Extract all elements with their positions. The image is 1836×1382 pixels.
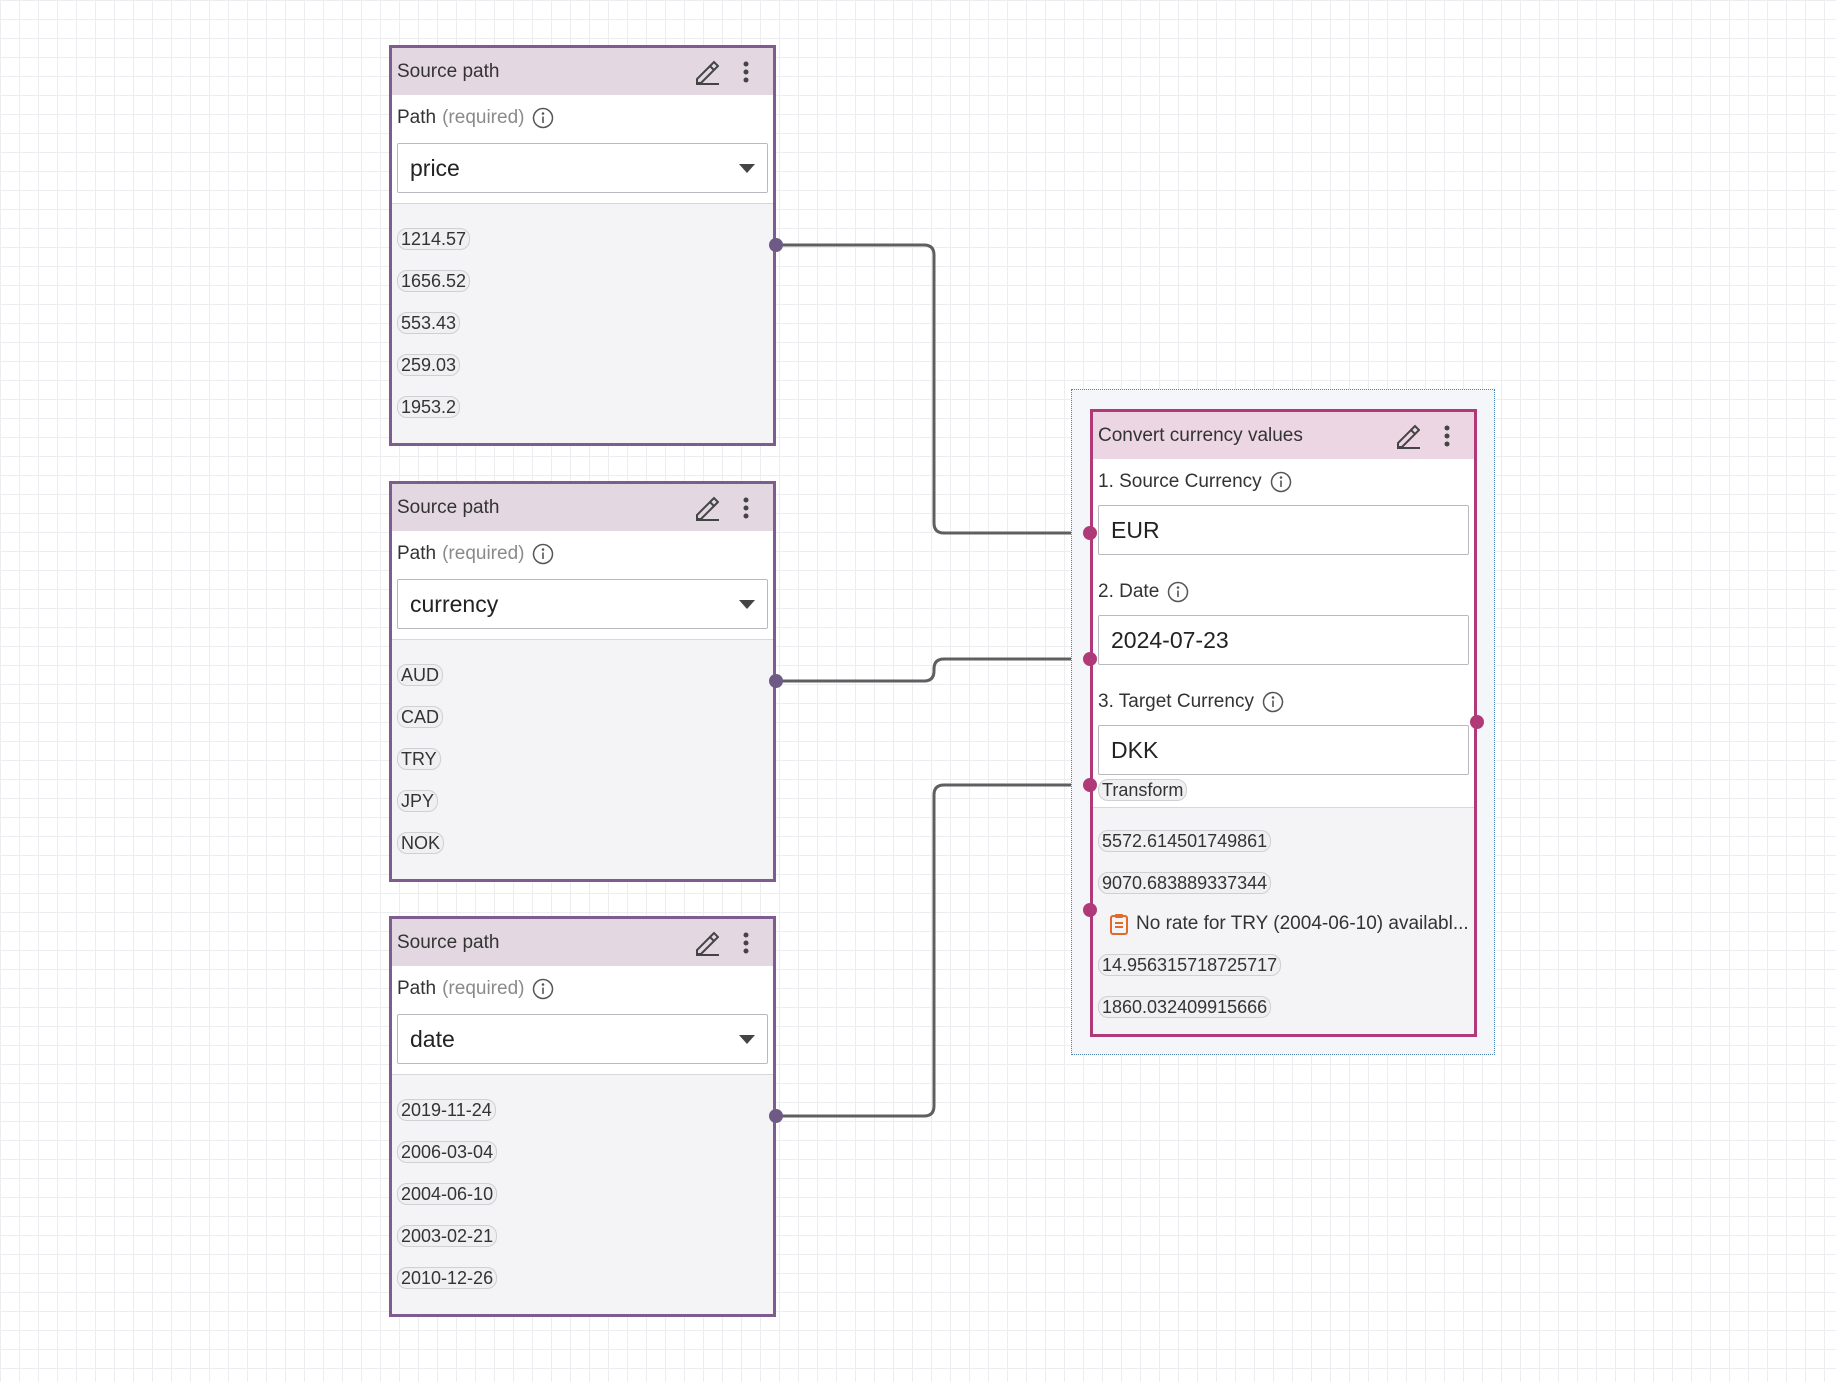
list-item: 1214.57 [397, 228, 471, 250]
list-item: NOK [397, 832, 445, 854]
info-icon[interactable] [1262, 691, 1284, 713]
node-header[interactable]: Source path [392, 919, 773, 966]
path-label-text: Path [397, 543, 437, 564]
node-title: Source path [397, 496, 500, 518]
convert-currency-node[interactable]: Convert currency values 1. Source Curren… [1090, 409, 1477, 1037]
kebab-menu-icon[interactable] [729, 926, 763, 960]
path-select-value: date [410, 1025, 455, 1052]
list-item: JPY [397, 790, 439, 812]
info-icon[interactable] [532, 107, 554, 129]
source-path-node-price[interactable]: Source path Path (required) price 1214.5… [389, 45, 776, 446]
chevron-down-icon[interactable] [739, 163, 755, 173]
list-item: TRY [397, 748, 441, 770]
date-field: 2. Date 2024-07-23 [1098, 577, 1469, 665]
kebab-menu-icon[interactable] [729, 55, 763, 89]
list-item: 14.956315718725717 [1098, 954, 1282, 976]
field-label-text: 3. Target Currency [1098, 691, 1254, 712]
source-currency-input[interactable]: EUR [1098, 505, 1469, 555]
wire-currency-to-date [776, 652, 1085, 683]
pencil-icon[interactable] [689, 55, 723, 89]
field-label-text: 2. Date [1098, 581, 1160, 602]
required-label: (required) [442, 107, 525, 128]
required-label: (required) [442, 543, 525, 564]
value-list: 2019-11-24 2006-03-04 2004-06-10 2003-02… [392, 1074, 773, 1299]
clipboard-warning-icon [1110, 913, 1128, 935]
wire-price-to-source-currency [776, 243, 1085, 540]
value-list: 1214.57 1656.52 553.43 259.03 1953.2 [392, 203, 773, 428]
info-icon[interactable] [532, 543, 554, 565]
node-title: Source path [397, 931, 500, 953]
pencil-icon[interactable] [689, 491, 723, 525]
info-icon[interactable] [1167, 581, 1189, 603]
list-item: 1656.52 [397, 270, 471, 292]
chevron-down-icon[interactable] [739, 1034, 755, 1044]
node-title: Convert currency values [1098, 424, 1303, 446]
wire-date-to-target-currency [776, 778, 1085, 1118]
path-label: Path (required) [397, 974, 768, 1004]
target-currency-input[interactable]: DKK [1098, 725, 1469, 775]
field-label-text: 1. Source Currency [1098, 471, 1262, 492]
date-input[interactable]: 2024-07-23 [1098, 615, 1469, 665]
output-port-date[interactable] [769, 1109, 783, 1123]
target-currency-field: 3. Target Currency DKK [1098, 687, 1469, 775]
path-label-text: Path [397, 107, 437, 128]
required-label: (required) [442, 978, 525, 999]
input-port-target-currency[interactable] [1083, 778, 1097, 792]
info-icon[interactable] [532, 978, 554, 1000]
path-select[interactable]: price [397, 143, 768, 193]
path-select[interactable]: date [397, 1014, 768, 1064]
error-list-item: No rate for TRY (2004-06-10) availabl... [1098, 904, 1469, 944]
chevron-down-icon[interactable] [739, 599, 755, 609]
output-port-price[interactable] [769, 238, 783, 252]
path-label: Path (required) [397, 539, 768, 569]
node-header[interactable]: Source path [392, 48, 773, 95]
input-port-date[interactable] [1083, 652, 1097, 666]
node-header[interactable]: Source path [392, 484, 773, 531]
list-item: 2019-11-24 [397, 1099, 496, 1121]
list-item: 9070.683889337344 [1098, 872, 1272, 894]
result-list: 5572.614501749861 9070.683889337344 No r… [1093, 807, 1474, 1028]
info-icon[interactable] [1270, 471, 1292, 493]
error-text: No rate for TRY (2004-06-10) availabl... [1136, 913, 1469, 934]
list-item: AUD [397, 664, 444, 686]
pencil-icon[interactable] [689, 926, 723, 960]
list-item: 259.03 [397, 354, 461, 376]
kebab-menu-icon[interactable] [1430, 419, 1464, 453]
path-select[interactable]: currency [397, 579, 768, 629]
list-item: 2003-02-21 [397, 1225, 498, 1247]
path-label: Path (required) [397, 103, 768, 133]
node-header[interactable]: Convert currency values [1093, 412, 1474, 459]
list-item: 5572.614501749861 [1098, 830, 1272, 852]
list-item: 1860.032409915666 [1098, 996, 1272, 1018]
field-label: 3. Target Currency [1098, 687, 1469, 717]
value-list: AUD CAD TRY JPY NOK [392, 639, 773, 864]
field-label: 1. Source Currency [1098, 467, 1469, 497]
field-label: 2. Date [1098, 577, 1469, 607]
kebab-menu-icon[interactable] [729, 491, 763, 525]
input-port-source-currency[interactable] [1083, 526, 1097, 540]
pencil-icon[interactable] [1390, 419, 1424, 453]
path-label-text: Path [397, 978, 437, 999]
list-item: 2006-03-04 [397, 1141, 498, 1163]
list-item: 2004-06-10 [397, 1183, 498, 1205]
node-title: Source path [397, 60, 500, 82]
list-item: 1953.2 [397, 396, 461, 418]
transform-label: Transform [1098, 779, 1188, 801]
list-item: CAD [397, 706, 444, 728]
error-port[interactable] [1083, 903, 1097, 917]
output-port-currency[interactable] [769, 674, 783, 688]
path-select-value: price [410, 154, 460, 181]
source-path-node-currency[interactable]: Source path Path (required) currency AUD… [389, 481, 776, 882]
list-item: 2010-12-26 [397, 1267, 498, 1289]
output-port-convert[interactable] [1470, 715, 1484, 729]
source-path-node-date[interactable]: Source path Path (required) date 2019-11… [389, 916, 776, 1317]
path-select-value: currency [410, 590, 499, 617]
source-currency-field: 1. Source Currency EUR [1098, 467, 1469, 555]
list-item: 553.43 [397, 312, 461, 334]
